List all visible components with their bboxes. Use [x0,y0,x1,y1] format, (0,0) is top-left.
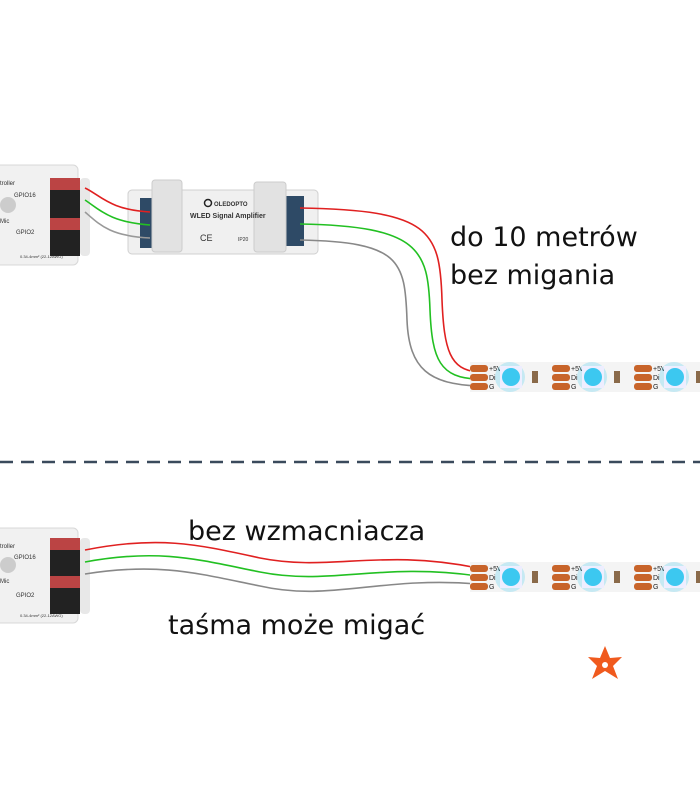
microphone-icon [0,197,16,213]
led [502,368,520,386]
resistor [532,571,538,583]
solder-pad [470,383,488,390]
solder-pad [634,574,652,581]
led-segment: +5V DiG [470,362,538,392]
pad-label: G [653,384,658,391]
amp-title: WLED Signal Amplifier [190,213,266,220]
caption-no-amplifier: bez wzmacniacza [188,516,426,547]
led-segment: +5V DiG [470,562,538,592]
gpio-b-label: GPIO2 [16,593,35,599]
solder-pad [634,374,652,381]
controller-title: troller [0,181,15,187]
solder-pad [552,383,570,390]
wires-bottom [84,541,479,593]
gpio-b-label: GPIO2 [16,230,35,236]
signal-amplifier: OLEDOPTO WLED Signal Amplifier CE IP20 [127,179,319,255]
amp-cert: CE [200,233,213,243]
solder-pad [634,583,652,590]
caption-may-flicker: taśma może migać [168,610,426,641]
mic-label: Mic [0,579,9,585]
pad-label: G [571,384,576,391]
pad-label: +5V [571,366,584,373]
solder-pad [552,583,570,590]
pad-label: G [653,584,658,591]
pad-label: Di [571,375,578,382]
resistor [614,571,620,583]
pad-label: G [489,384,494,391]
controller-top: troller GPIO16 GPIO2 Mic 0.34-4mm² (22-1… [0,164,90,266]
pad-label: Di [489,375,496,382]
pad-label: +5V [489,366,502,373]
wire-spec: 0.34-4mm² (22-12AWG) [20,254,63,259]
pad-label: +5V [489,566,502,573]
pad-label: +5V [571,566,584,573]
led [502,568,520,586]
pad-label: Di [653,375,660,382]
solder-pad [552,365,570,372]
led [584,568,602,586]
pad-label: +5V [653,366,666,373]
solder-pad [470,583,488,590]
pad-label: G [489,584,494,591]
led [666,568,684,586]
solder-pad [634,383,652,390]
wire-spec: 0.34-4mm² (22-12AWG) [20,613,63,618]
solder-pad [470,574,488,581]
controller-bottom: troller GPIO16 GPIO2 Mic 0.34-4mm² (22-1… [0,527,90,624]
gpio-a-label: GPIO16 [14,555,36,561]
controller-title: troller [0,544,15,550]
solder-pad [552,374,570,381]
led-segment: +5V DiG [634,562,700,592]
mic-label: Mic [0,219,9,225]
pad-label: +5V [653,566,666,573]
led-segment: +5V DiG [552,562,620,592]
solder-pad [552,565,570,572]
resistor [532,371,538,383]
pad-label: Di [489,575,496,582]
caption-no-flicker: bez migania [450,260,616,291]
solder-pad [470,365,488,372]
amp-brand: OLEDOPTO [214,202,248,208]
led [584,368,602,386]
resistor [696,371,700,383]
wires-top [84,187,479,387]
pad-label: Di [571,575,578,582]
led [666,368,684,386]
amp-ip: IP20 [238,237,249,243]
led-segment: +5V DiG [634,362,700,392]
led-strip-bottom: +5V DiG +5V DiG +5V DiG [470,562,700,592]
gpio-a-label: GPIO16 [14,193,36,199]
led-strip-top: +5V DiG +5V DiG +5V DiG [470,362,700,392]
pad-label: G [571,584,576,591]
solder-pad [634,565,652,572]
resistor [696,571,700,583]
resistor [614,371,620,383]
solder-pad [470,565,488,572]
caption-distance: do 10 metrów [450,222,638,253]
solder-pad [552,574,570,581]
solder-pad [470,374,488,381]
solder-pad [634,365,652,372]
pad-label: Di [653,575,660,582]
led-segment: +5V DiG [552,362,620,392]
